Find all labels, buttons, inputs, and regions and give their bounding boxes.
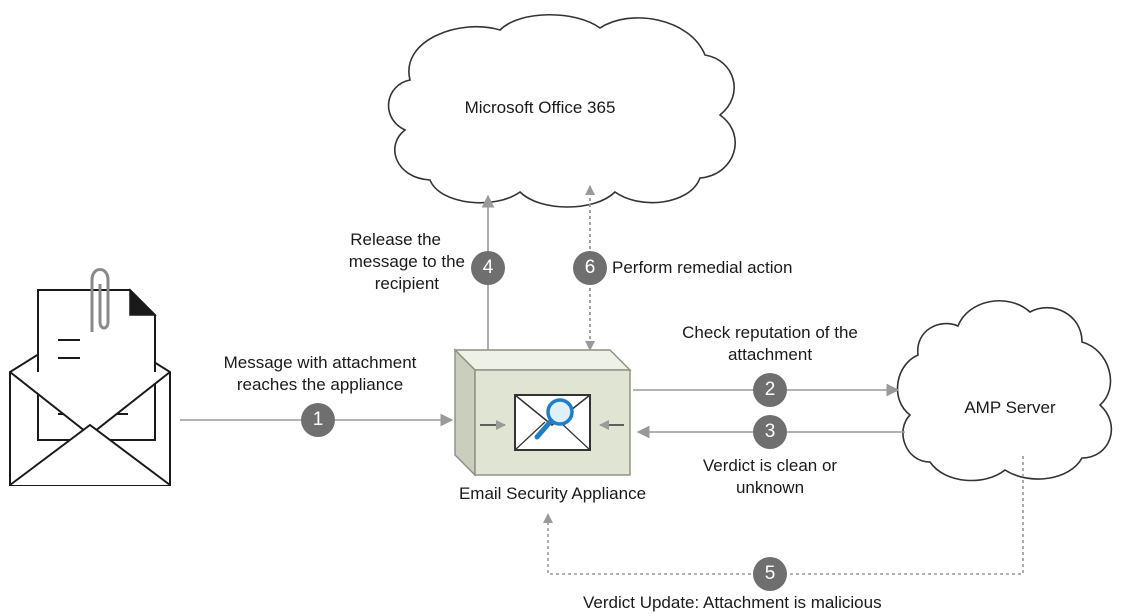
step-2-label: Check reputation of the attachment (650, 322, 890, 366)
step-1-label-line: reaches the appliance (236, 375, 404, 394)
amp-server-cloud-icon (896, 300, 1113, 482)
email-security-appliance-icon (453, 348, 632, 477)
step-1-label: Message with attachment reaches the appl… (190, 352, 450, 396)
step-3-label-line: Verdict is clean or (702, 456, 838, 475)
office365-label: Microsoft Office 365 (464, 98, 616, 117)
step-3-badge: 3 (753, 415, 787, 449)
step-4-label-line: Release the (350, 230, 441, 249)
step-2-badge: 2 (753, 373, 787, 407)
step-5-badge: 5 (753, 557, 787, 591)
step-4-label-line: message to the (348, 252, 465, 271)
step-1-label-line: Message with attachment (223, 353, 417, 372)
step-2-label-line: Check reputation of the (682, 323, 858, 342)
step-4-badge: 4 (471, 251, 505, 285)
step-4-label-line: recipient (374, 274, 439, 293)
step-6-badge: 6 (573, 251, 607, 285)
step-3-label: Verdict is clean or unknown (670, 455, 870, 499)
office365-cloud-icon (387, 13, 736, 208)
step-4-label: Release the message to the recipient (290, 229, 465, 295)
email-envelope-icon (9, 268, 171, 486)
step-5-label: Verdict Update: Attachment is malicious (583, 592, 882, 614)
amp-server-label: AMP Server (964, 398, 1056, 417)
step-5-label-line: Verdict Update: Attachment is malicious (583, 593, 882, 612)
step-6-label-line: Perform remedial action (612, 258, 793, 277)
step-1-badge: 1 (301, 403, 335, 437)
step-6-label: Perform remedial action (612, 257, 792, 279)
appliance-label: Email Security Appliance (458, 484, 647, 503)
step-3-label-line: unknown (735, 478, 805, 497)
step-2-label-line: attachment (727, 345, 813, 364)
